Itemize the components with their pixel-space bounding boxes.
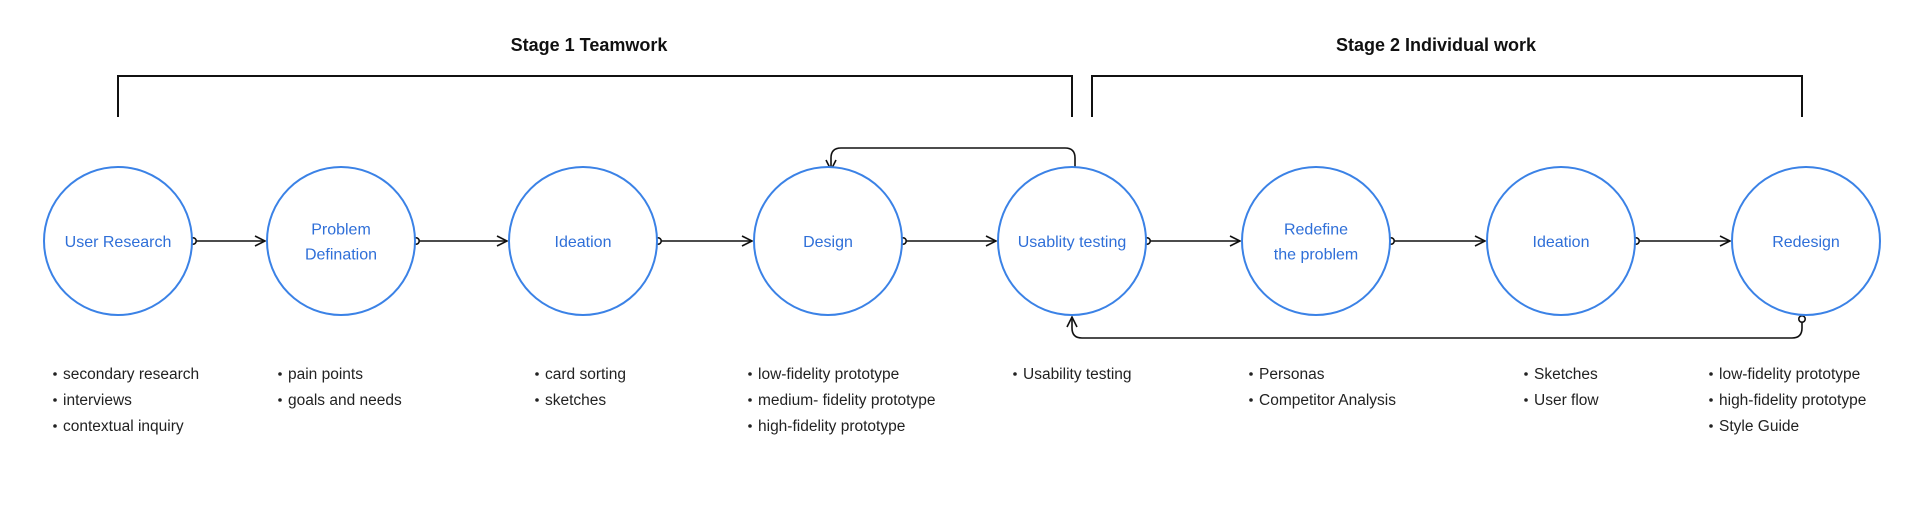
flow-connector <box>1143 238 1240 244</box>
bullet-dot <box>1709 424 1713 428</box>
feedback-loop <box>1072 314 1807 339</box>
stage-1-bracket <box>117 75 1073 117</box>
bullet-dot <box>748 398 752 402</box>
node-circle <box>1241 166 1391 316</box>
bullet-dot <box>53 398 57 402</box>
node-label: User Research <box>65 234 172 251</box>
bullet-list-ideation-1: card sorting sketches <box>535 366 626 409</box>
bullet-item: low-fidelity prototype <box>758 366 899 383</box>
node-circle <box>997 166 1147 316</box>
node-redefine-problem: Redefine the problem <box>1241 166 1391 316</box>
bullet-item: contextual inquiry <box>63 418 184 435</box>
bullet-dot <box>748 424 752 428</box>
bullet-dot <box>1249 398 1253 402</box>
bullet-item: low-fidelity prototype <box>1719 366 1860 383</box>
feedback-arrow <box>1072 317 1803 339</box>
bullet-list-problem-defination: pain points goals and needs <box>278 366 402 409</box>
flow-connector <box>898 238 996 244</box>
bullet-item: Competitor Analysis <box>1259 392 1396 409</box>
bullet-dot <box>278 372 282 376</box>
node-label: the problem <box>1274 247 1359 264</box>
node-redesign: Redesign <box>1731 166 1881 316</box>
node-label: Redesign <box>1772 234 1840 251</box>
node-label: Design <box>803 234 853 251</box>
bullet-item: high-fidelity prototype <box>758 418 905 435</box>
bullet-dot <box>1249 372 1253 376</box>
bullet-item: Personas <box>1259 366 1325 383</box>
node-user-research: User Research <box>43 166 193 316</box>
bullet-dot <box>1524 398 1528 402</box>
flow-connector <box>653 238 752 244</box>
bullet-dot <box>535 398 539 402</box>
bullet-item: User flow <box>1534 392 1599 409</box>
bullet-dot <box>1013 372 1017 376</box>
feedback-arrow <box>831 147 1076 174</box>
node-label: Redefine <box>1284 222 1348 239</box>
bullet-item: Style Guide <box>1719 418 1799 435</box>
bullet-item: pain points <box>288 366 363 383</box>
bullet-list-design: low-fidelity prototype medium- fidelity p… <box>748 366 935 435</box>
bullet-dot <box>1709 398 1713 402</box>
flow-connector <box>411 238 507 244</box>
node-design: Design <box>753 166 903 316</box>
bullet-dot <box>748 372 752 376</box>
bullet-list-redesign: low-fidelity prototype high-fidelity prot… <box>1709 366 1866 435</box>
flow-connector <box>189 238 265 244</box>
bullet-list-usability-testing: Usability testing <box>1013 366 1132 383</box>
node-details: secondary research interviews contextual i… <box>53 366 1866 435</box>
node-label: Ideation <box>555 234 612 251</box>
bullet-item: interviews <box>63 392 132 409</box>
bullet-item: Sketches <box>1534 366 1598 383</box>
bullet-dot <box>53 372 57 376</box>
node-circle <box>1486 166 1636 316</box>
node-label: Usablity testing <box>1018 234 1127 251</box>
connector-dot <box>1798 314 1807 323</box>
flow-connector <box>1387 238 1485 244</box>
stage-2-bracket <box>1091 75 1803 117</box>
stage-2-title: Stage 2 Individual work <box>1336 35 1537 55</box>
node-label: Ideation <box>1533 234 1590 251</box>
flow-connector <box>1632 238 1730 244</box>
bullet-item: Usability testing <box>1023 366 1132 383</box>
node-circle <box>753 166 903 316</box>
node-circle <box>1731 166 1881 316</box>
bullet-dot <box>1709 372 1713 376</box>
node-circle <box>508 166 658 316</box>
node-circle <box>43 166 193 316</box>
node-ideation-2: Ideation <box>1486 166 1636 316</box>
node-label: Defination <box>305 247 377 264</box>
bullet-item: medium- fidelity prototype <box>758 392 935 409</box>
stage-1-title: Stage 1 Teamwork <box>511 35 669 55</box>
bullet-dot <box>1524 372 1528 376</box>
bullet-list-user-research: secondary research interviews contextual i… <box>53 366 199 435</box>
bullet-item: sketches <box>545 392 606 409</box>
node-circle <box>266 166 416 316</box>
bullet-item: secondary research <box>63 366 199 383</box>
node-usability-testing: Usablity testing <box>997 166 1147 316</box>
bullet-dot <box>53 424 57 428</box>
bullet-item: card sorting <box>545 366 626 383</box>
bullet-dot <box>535 372 539 376</box>
node-ideation-1: Ideation <box>508 166 658 316</box>
bullet-item: high-fidelity prototype <box>1719 392 1866 409</box>
bullet-dot <box>278 398 282 402</box>
bullet-item: goals and needs <box>288 392 402 409</box>
node-label: Problem <box>311 222 371 239</box>
